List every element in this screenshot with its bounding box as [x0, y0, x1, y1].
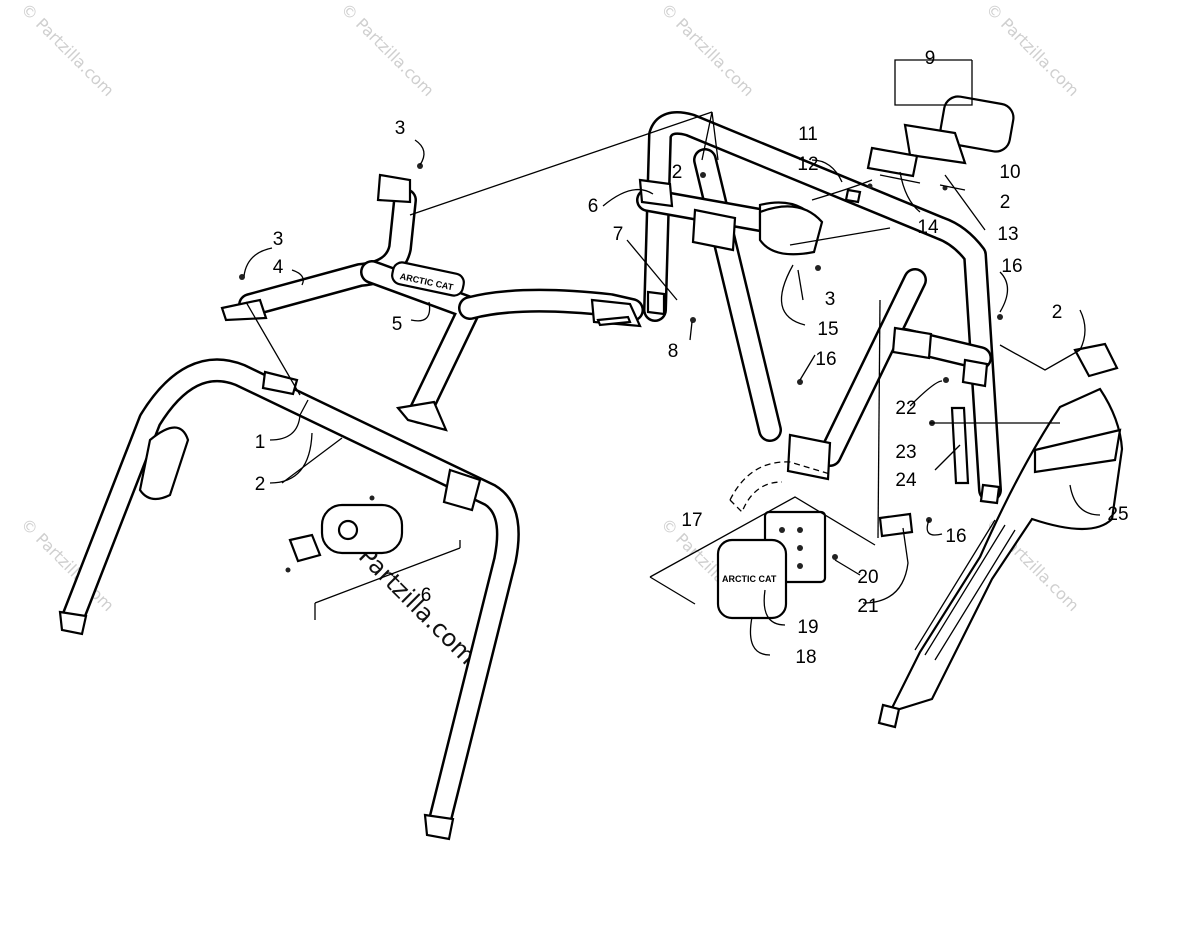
front-roll-bar	[58, 358, 520, 841]
callout-10: 10	[999, 162, 1020, 183]
callout-17: 17	[681, 510, 702, 531]
callout-22: 22	[895, 398, 916, 419]
leader-lines	[243, 111, 1101, 656]
callout-6: 6	[588, 196, 599, 217]
callout-3: 3	[273, 229, 284, 250]
watermark: © Partzilla.com	[982, 0, 1083, 100]
callout-2: 2	[255, 474, 266, 495]
callout-16: 16	[1001, 256, 1022, 277]
callout-13: 13	[997, 224, 1018, 245]
rear-center-light	[758, 205, 824, 256]
callout-24: 24	[895, 470, 917, 491]
callout-7: 7	[613, 224, 624, 245]
callout-2: 2	[1000, 192, 1011, 213]
callout-1: 1	[255, 432, 266, 453]
front-upper-frame: ARCTIC CAT	[220, 173, 644, 432]
callout-2: 2	[672, 162, 683, 183]
callout-2: 2	[1052, 302, 1063, 323]
side-panel	[877, 342, 1124, 729]
bolts	[239, 163, 1003, 560]
callout-14: 14	[917, 217, 939, 238]
callout-6: 6	[421, 585, 432, 606]
callout-25: 25	[1107, 504, 1128, 525]
callout-19: 19	[797, 617, 818, 638]
callout-18: 18	[795, 647, 816, 668]
rear-mirror-assembly	[844, 59, 1015, 204]
callout-15: 15	[817, 319, 838, 340]
watermark: © Partzilla.com	[17, 0, 118, 100]
watermark: © Partzilla.com	[657, 0, 758, 100]
callout-4: 4	[273, 257, 284, 278]
callout-9: 9	[925, 48, 936, 69]
logo-text: ARCTIC CAT	[722, 574, 777, 584]
callout-12: 12	[797, 154, 818, 175]
callout-3: 3	[825, 289, 836, 310]
callout-11: 11	[798, 124, 818, 145]
callouts: 1 2 2 2 2 3 3 3 4 5 6 6 7 8 9 10 11 12 1…	[255, 48, 1129, 668]
callout-16: 16	[945, 526, 966, 547]
callout-20: 20	[857, 567, 878, 588]
front-mirror	[285, 495, 461, 620]
plate-bracket: ARCTIC CAT	[649, 496, 914, 620]
callout-21: 21	[857, 596, 878, 617]
callout-3: 3	[395, 118, 406, 139]
watermark: © Partzilla.com	[337, 0, 438, 100]
callout-8: 8	[668, 341, 679, 362]
callout-23: 23	[895, 442, 916, 463]
callout-5: 5	[392, 314, 403, 335]
callout-16: 16	[815, 349, 836, 370]
